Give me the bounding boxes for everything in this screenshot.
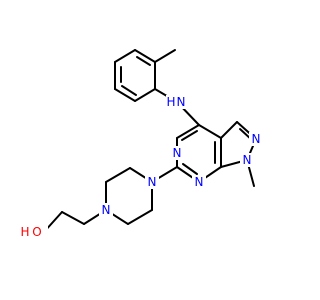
bond [61,211,85,225]
bond [198,124,222,139]
atom-label-n-pyrimidine-upper: N [173,146,182,160]
bond [134,88,156,102]
label-bg [192,175,206,189]
bond [114,49,136,63]
bonds [43,49,257,233]
atom-label-backgrounds [18,95,263,239]
label-bg [99,203,113,217]
atom-label-h-amine: H [166,95,175,109]
bond [181,130,198,141]
label-bg [170,146,184,160]
bond [127,209,153,225]
bond [105,167,131,183]
atom-labels: H N N N N N N N H O [20,95,260,239]
molecule-structure: H N N N N N N N H O [18,49,263,239]
bond [134,49,156,63]
atom-label-n-pyrimidine-lower: N [195,175,204,189]
bond [176,124,200,139]
bond [136,56,151,66]
atom-label-h-hydroxyl: H [20,225,29,239]
bond [182,163,198,175]
bond [220,121,238,139]
label-bg [249,132,263,146]
atom-label-n-pyrazole-1: N [243,153,252,167]
label-bg [18,225,48,239]
label-bg [240,153,254,167]
atom-label-n-piperazine-bottom: N [102,203,111,217]
atom-label-n-amine: N [177,95,186,109]
atom-label-n-pyrazole-2: N [252,132,261,146]
atom-label-n-piperazine-top: N [148,175,157,189]
bond [121,85,137,96]
atom-label-o-hydroxyl: O [32,225,41,239]
bond [114,88,136,102]
label-bg [166,95,188,109]
bond [154,49,176,63]
label-bg [145,175,159,189]
